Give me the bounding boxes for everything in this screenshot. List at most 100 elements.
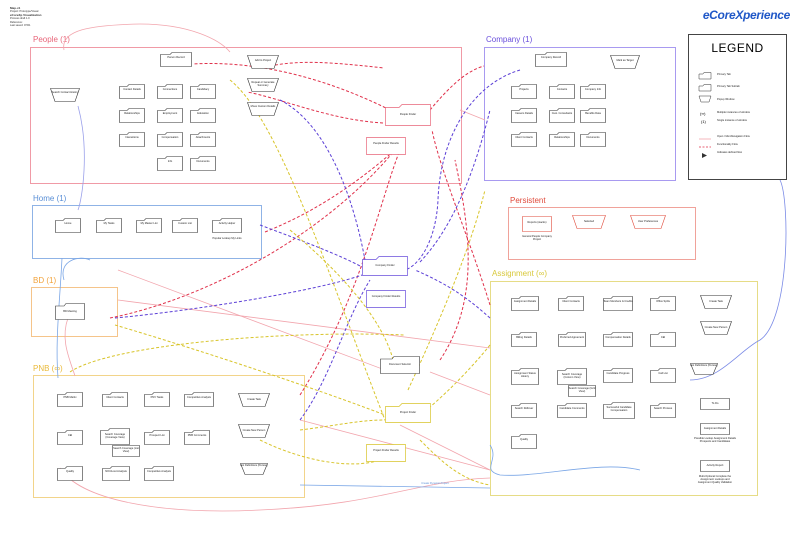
company-tab-folder[interactable]: Company Info	[580, 84, 606, 99]
pnb-tab-folder[interactable]: Quality	[57, 466, 83, 481]
people-tab-folder[interactable]: Relationships	[119, 108, 145, 123]
people-tab-folder[interactable]: Attachments	[190, 132, 216, 147]
people-finder-results-folder[interactable]: People Finder Results	[366, 137, 406, 155]
assignment-tab-folder[interactable]: Office Splits	[650, 296, 676, 311]
folder-label: Candidate Comments	[559, 407, 585, 410]
popup-label: Create New Person	[704, 326, 728, 329]
pnb-tab-folder[interactable]: Client Contacts	[102, 392, 128, 407]
company-finder-results-folder[interactable]: Company Finder Results	[366, 290, 406, 308]
home-tab-folder[interactable]: My Master List	[136, 218, 162, 233]
assignment-tab-folder[interactable]: Search Rollover	[511, 403, 537, 418]
home-tab-folder[interactable]: My Tasks	[96, 218, 122, 233]
assignment-tab-folder[interactable]: Assignment Details	[511, 296, 539, 311]
assignment-tab-folder[interactable]: Client Contacts	[558, 296, 584, 311]
company-tab-folder[interactable]: Cust. Consultants	[549, 108, 575, 123]
section-pnb	[33, 375, 305, 498]
pnb-popup[interactable]: Create Task	[238, 393, 270, 407]
assignment-note: Possible Lookup Assignment Details Prosp…	[694, 437, 736, 443]
people-tab-folder[interactable]: Interactions	[119, 132, 145, 147]
pnb-tab-folder[interactable]: PNB Matrix	[57, 392, 83, 407]
pnb-popup[interactable]: Create New Person	[238, 424, 270, 438]
folder-label: Quality	[65, 470, 75, 473]
people-tab-folder[interactable]: Candidacy	[190, 84, 216, 99]
company-record-folder[interactable]: Company Record	[535, 52, 567, 67]
company-finder-folder[interactable]: Company Finder	[362, 256, 408, 276]
persistent-reports[interactable]: Reports (stacks)	[522, 216, 552, 232]
people-popup[interactable]: Move Custom Details	[247, 102, 279, 116]
flow-red-dash	[431, 129, 491, 306]
assignment-tab-folder[interactable]: Candidate Progress	[603, 368, 633, 383]
assignment-tab-folder[interactable]: Quality	[511, 434, 537, 449]
pnb-tab-folder[interactable]: Competitive Analysis	[144, 466, 174, 481]
assignment-tab-folder[interactable]: Call List	[650, 368, 676, 383]
document-selector-folder[interactable]: Document Selector	[380, 356, 420, 374]
flow-purple-dash	[279, 99, 366, 261]
home-tab-folder[interactable]: Activity Helper	[212, 218, 242, 233]
people-popup[interactable]: Add to Project	[247, 55, 279, 69]
folder-label: Company Finder	[375, 264, 395, 267]
popup-label: List Definitions (Person)	[240, 464, 268, 467]
people-tab-folder[interactable]: Connections	[157, 84, 183, 99]
pnb-tab-folder[interactable]: PNB Comments	[184, 430, 210, 445]
assignment-tab-folder[interactable]: Compensation Details	[603, 332, 633, 347]
company-tab-folder[interactable]: Documents	[580, 132, 606, 147]
assignment-tab-folder[interactable]: CEI	[650, 332, 676, 347]
folder-label: Quality	[519, 438, 529, 441]
company-tab-folder[interactable]: Benefits Data	[580, 108, 606, 123]
flow-red-dash	[264, 149, 396, 233]
pnb-tab-folder[interactable]: PNV Tasks	[144, 392, 170, 407]
pnb-list-item[interactable]: List Definitions (Person)	[240, 462, 268, 475]
people-tab-folder[interactable]: Education	[190, 108, 216, 123]
company-tab-folder[interactable]: Careers Details	[511, 108, 537, 123]
people-tab-folder[interactable]: Employment	[157, 108, 183, 123]
assignment-tab-folder[interactable]: Preferred Agreement	[558, 332, 586, 347]
folder-label: Preferred Agreement	[559, 336, 585, 339]
people-tab-folder[interactable]: Documents	[190, 156, 216, 171]
assignment-tab-folder[interactable]: Billing Details	[511, 332, 537, 347]
home-tab-folder[interactable]: Custom List	[172, 218, 198, 233]
people-tab-folder[interactable]: Compensation	[157, 132, 183, 147]
assignment-tab-folder[interactable]: Assignment Status History	[511, 368, 539, 385]
company-tab-folder[interactable]: Contacts	[549, 84, 575, 99]
company-tab-folder[interactable]: Projects	[511, 84, 537, 99]
popup-label: Repeat or Generate Summary	[251, 81, 275, 87]
people-popup[interactable]: Repeat or Generate Summary	[247, 78, 279, 92]
popup-label: Mark as Target	[616, 59, 634, 62]
bd-meeting-folder[interactable]: BD Meeting	[55, 303, 85, 320]
assignment-tab-folder[interactable]: Search Process	[650, 403, 676, 418]
assignment-tab-folder[interactable]: Candidate Comments	[557, 403, 587, 418]
flow-pink	[59, 467, 491, 512]
assignment-tab-folder[interactable]: Search Coverage (Column View)	[557, 368, 587, 385]
persistent-selected[interactable]: Selected	[572, 215, 606, 229]
search-contact-popup[interactable]: Search Contact History	[50, 88, 80, 102]
pnb-tab-folder[interactable]: CEI	[57, 430, 83, 445]
person-record-folder[interactable]: Person Record	[160, 52, 192, 67]
header-line: Reference:	[10, 20, 23, 24]
company-popup[interactable]: Mark as Target	[610, 55, 640, 69]
company-tab-folder[interactable]: Relationships	[549, 132, 575, 147]
persistent-preferences[interactable]: User Preferences	[630, 215, 666, 229]
pnb-tab-folder[interactable]: NOU/Lost Analysis	[102, 466, 130, 481]
assignment-tab-folder[interactable]: Successful Candidate Compensation	[603, 402, 635, 419]
assignment-tab-folder[interactable]: Team Members & Credits	[603, 296, 633, 311]
pnb-tab-folder[interactable]: Competitive Analysis	[184, 392, 214, 407]
project-finder-results-folder[interactable]: Project Finder Results	[366, 444, 406, 462]
people-finder-folder[interactable]: People Finder	[385, 104, 431, 126]
folder-label: Home	[64, 222, 72, 225]
pnb-tab-folder[interactable]: Search Coverage (Coverage View)	[100, 428, 130, 445]
people-tab-folder[interactable]: Info	[157, 156, 183, 171]
activity-report-folder[interactable]: Activity Report	[700, 460, 730, 472]
assignment-list-item[interactable]: List Definitions (Person)	[690, 362, 718, 375]
people-tab-folder[interactable]: Contact Details	[119, 84, 145, 99]
home-tab-folder[interactable]: Home	[55, 218, 81, 233]
project-finder-folder[interactable]: Project Finder	[385, 403, 431, 423]
pnb-tab-folder[interactable]: Prospect List	[144, 430, 170, 445]
flow-purple-dash	[259, 224, 363, 268]
assignment-popup[interactable]: Create New Person	[700, 321, 732, 335]
assignment-sub-folder[interactable]: Search Coverage (Grid View)	[568, 385, 596, 397]
pnb-sub-folder[interactable]: Search Coverage (List View)	[112, 445, 140, 457]
company-tab-folder[interactable]: Client Contacts	[511, 132, 537, 147]
assignment-popup[interactable]: Create Task	[700, 295, 732, 309]
assignment-side-folder[interactable]: Assignment Details	[700, 423, 730, 435]
assignment-side-folder[interactable]: To Do	[700, 398, 730, 410]
